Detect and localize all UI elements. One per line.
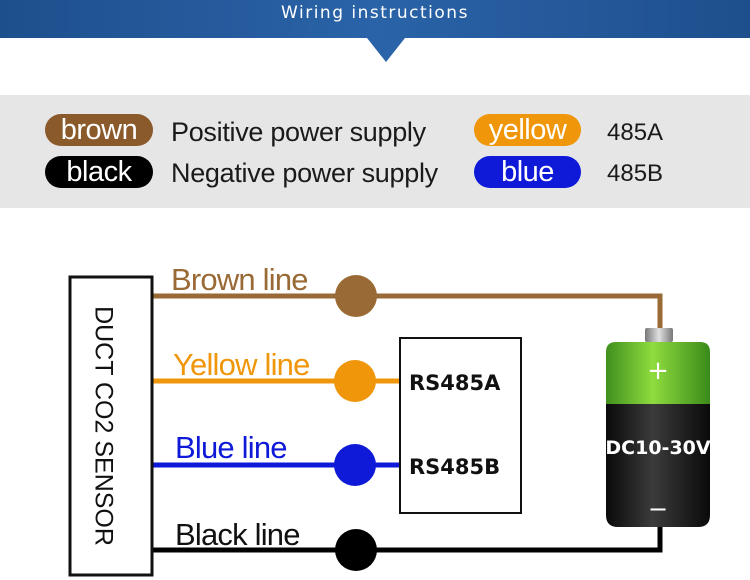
blue-line-label: Blue line [175,430,287,465]
brown-wire-path [152,293,663,334]
brown-terminal [335,275,377,317]
legend-pill-black: black [45,156,153,188]
legend-code-blue: 485B [607,160,664,187]
color-legend [0,95,750,208]
battery-body [606,404,710,527]
header-bar [0,0,750,38]
page-title: Wiring instructions [281,3,469,23]
battery-voltage-label: DC10-30V [605,437,710,459]
legend-pill-blue: blue [474,156,581,188]
battery-top [606,342,710,404]
black-line-label: Black line [175,517,300,552]
yellow-terminal [334,360,376,402]
battery: + DC10-30V − [605,328,711,527]
header-pointer [367,38,405,62]
legend-pill-yellow: yellow [474,114,581,146]
rs485b-label: RS485B [409,455,500,479]
yellow-line-label: Yellow line [173,347,310,382]
black-wire [152,524,663,571]
legend-desc-black: Negative power supply [171,158,438,188]
legend-desc-brown: Positive power supply [171,117,426,147]
yellow-wire [152,360,400,402]
sensor-box [68,275,154,577]
brown-wire [152,275,663,334]
battery-cap [645,328,673,342]
blue-terminal [334,444,376,486]
black-terminal [335,529,377,571]
battery-plus-icon: + [647,356,669,386]
legend-code-yellow: 485A [607,119,664,146]
battery-minus-icon: − [648,495,668,523]
blue-wire [152,444,400,486]
rs485a-label: RS485A [409,371,501,395]
black-wire-path [152,524,663,553]
brown-line-label: Brown line [171,262,308,297]
legend-pill-brown: brown [45,114,153,146]
sensor-label: DUCT CO2 SENSOR [89,306,117,546]
rs485-box [399,337,522,514]
